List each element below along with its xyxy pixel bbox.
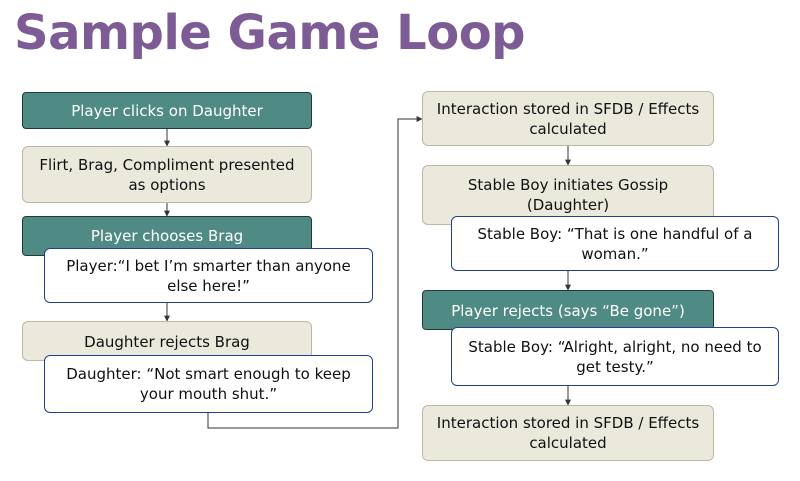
node-label: Interaction stored in SFDB / Effects cal…: [436, 414, 700, 452]
node-stable-boy-gossip: Stable Boy initiates Gossip (Daughter): [422, 165, 714, 225]
dialogue-daughter-reply: Daughter: “Not smart enough to keep your…: [44, 355, 373, 413]
node-interaction-stored-2: Interaction stored in SFDB / Effects cal…: [422, 405, 714, 461]
node-daughter-rejects: Daughter rejects Brag: [22, 321, 312, 361]
node-label: Stable Boy initiates Gossip (Daughter): [467, 176, 669, 214]
node-interaction-stored-1: Interaction stored in SFDB / Effects cal…: [422, 91, 714, 146]
dialogue-text: Daughter: “Not smart enough to keep your…: [66, 365, 351, 403]
node-player-clicks-daughter: Player clicks on Daughter: [22, 92, 312, 129]
dialogue-player-brag: Player:“I bet I’m smarter than anyone el…: [44, 248, 373, 303]
dialogue-text: Stable Boy: “That is one handful of a wo…: [477, 224, 753, 263]
arrow-l6-r1: [207, 116, 423, 429]
dialogue-text: Player:“I bet I’m smarter than anyone el…: [66, 256, 351, 295]
node-options-presented: Flirt, Brag, Compliment presented as opt…: [22, 146, 312, 203]
node-player-rejects: Player rejects (says “Be gone”): [422, 290, 714, 330]
dialogue-stable-boy-testy: Stable Boy: “Alright, alright, no need t…: [451, 327, 779, 386]
node-label: Player chooses Brag: [90, 227, 244, 245]
node-label: Interaction stored in SFDB / Effects cal…: [436, 99, 700, 138]
page-title: Sample Game Loop: [14, 5, 526, 61]
node-label: Flirt, Brag, Compliment presented as opt…: [39, 155, 295, 194]
node-label: Player clicks on Daughter: [71, 101, 263, 120]
dialogue-text: Stable Boy: “Alright, alright, no need t…: [468, 337, 762, 376]
dialogue-stable-boy-handful: Stable Boy: “That is one handful of a wo…: [451, 216, 779, 271]
node-label: Daughter rejects Brag: [84, 333, 250, 351]
node-label: Player rejects (says “Be gone”): [451, 302, 685, 320]
